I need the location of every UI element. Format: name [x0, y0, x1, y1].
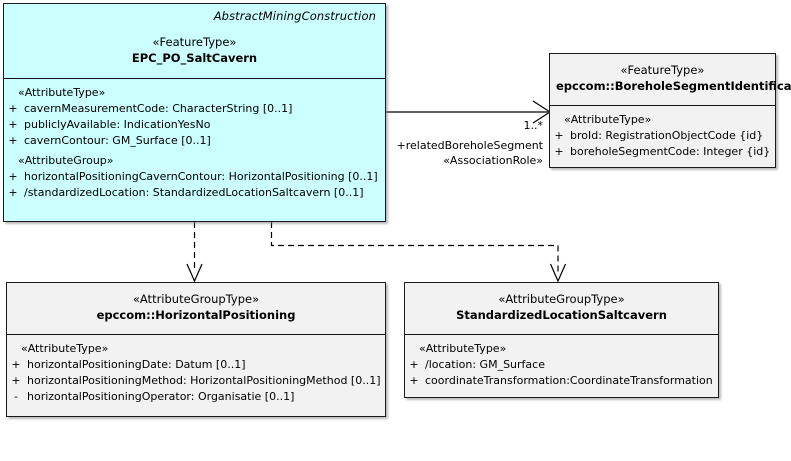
- attribute-visibility: +: [8, 170, 18, 183]
- class-name: EPC_PO_SaltCavern: [131, 51, 258, 65]
- class-borehole-segment-identification[interactable]: «FeatureType» epccom::BoreholeSegmentIde…: [549, 53, 791, 168]
- attribute-text: cavernMeasurementCode: CharacterString […: [24, 102, 293, 115]
- class-header-horizontal-positioning: «AttributeGroupType» epccom::HorizontalP…: [7, 283, 385, 335]
- attribute-row: + horizontalPositioningDate: Datum [0..1…: [7, 357, 385, 373]
- class-stereotype: «AttributeGroupType»: [498, 292, 625, 306]
- attribute-visibility: +: [11, 374, 21, 387]
- compartment-stereotype-attributetype: «AttributeType»: [18, 86, 106, 99]
- class-stereotype: «FeatureType»: [152, 35, 237, 49]
- attribute-row: - horizontalPositioningOperator: Organis…: [7, 389, 385, 405]
- class-body-standardized-location-saltcavern: «AttributeType» + /location: GM_Surface …: [405, 335, 718, 397]
- attribute-visibility: +: [554, 145, 564, 158]
- class-epc-po-saltcavern[interactable]: AbstractMiningConstruction «FeatureType»…: [3, 3, 386, 222]
- attribute-visibility: +: [409, 374, 419, 387]
- class-body-horizontal-positioning: «AttributeType» + horizontalPositioningD…: [7, 335, 385, 416]
- class-standardized-location-saltcavern[interactable]: «AttributeGroupType» StandardizedLocatio…: [404, 282, 719, 398]
- attribute-row: + boreholeSegmentCode: Integer {id}: [550, 144, 775, 160]
- class-name: StandardizedLocationSaltcavern: [456, 308, 667, 322]
- attribute-row: + /standardizedLocation: StandardizedLoc…: [4, 185, 385, 201]
- class-stereotype: «AttributeGroupType»: [132, 292, 260, 306]
- attribute-text: boreholeSegmentCode: Integer {id}: [570, 145, 771, 158]
- attribute-text: horizontalPositioningDate: Datum [0..1]: [27, 358, 246, 371]
- attribute-text: horizontalPositioningCavernContour: Hori…: [24, 170, 378, 183]
- compartment-stereotype-attributegroup: «AttributeGroup»: [18, 154, 114, 167]
- attribute-text: /location: GM_Surface: [425, 358, 545, 371]
- attribute-visibility: +: [8, 186, 18, 199]
- attribute-row: + cavernMeasurementCode: CharacterString…: [4, 101, 385, 117]
- class-stereotype: «FeatureType»: [620, 63, 705, 77]
- dependency-horizontal-positioning: [186, 222, 203, 283]
- attribute-text: coordinateTransformation:CoordinateTrans…: [425, 374, 713, 387]
- association-stereotype: «AssociationRole»: [443, 154, 543, 167]
- association-multiplicity: 1..*: [523, 119, 544, 132]
- class-body-borehole-segment-identification: «AttributeType» + broId: RegistrationObj…: [550, 106, 775, 167]
- attribute-text: /standardizedLocation: StandardizedLocat…: [24, 186, 364, 199]
- abstract-parent-label: AbstractMiningConstruction: [213, 9, 376, 23]
- class-header-borehole-segment-identification: «FeatureType» epccom::BoreholeSegmentIde…: [550, 54, 791, 106]
- attribute-row: + coordinateTransformation:CoordinateTra…: [405, 373, 718, 389]
- attribute-visibility: +: [8, 134, 18, 147]
- class-name: epccom::BoreholeSegmentIdentification: [556, 79, 791, 93]
- attribute-row: + cavernContour: GM_Surface [0..1]: [4, 133, 385, 149]
- class-header-standardized-location-saltcavern: «AttributeGroupType» StandardizedLocatio…: [405, 283, 718, 335]
- attribute-text: horizontalPositioningMethod: HorizontalP…: [27, 374, 381, 387]
- compartment-stereotype-attributetype: «AttributeType»: [21, 342, 109, 355]
- attribute-text: broId: RegistrationObjectCode {id}: [570, 129, 764, 142]
- attribute-row: + publiclyAvailable: IndicationYesNo: [4, 117, 385, 133]
- attribute-text: horizontalPositioningOperator: Organisat…: [27, 390, 295, 403]
- class-header-epc-po-saltcavern: AbstractMiningConstruction «FeatureType»…: [4, 4, 385, 79]
- class-horizontal-positioning[interactable]: «AttributeGroupType» epccom::HorizontalP…: [6, 282, 386, 417]
- attribute-row: + /location: GM_Surface: [405, 357, 718, 373]
- dependency-standardized-location: [270, 222, 567, 283]
- attribute-text: publiclyAvailable: IndicationYesNo: [24, 118, 211, 131]
- attribute-visibility: +: [554, 129, 564, 142]
- attribute-visibility: +: [409, 358, 419, 371]
- class-body-epc-po-saltcavern: «AttributeType» + cavernMeasurementCode:…: [4, 79, 385, 221]
- attribute-text: cavernContour: GM_Surface [0..1]: [24, 134, 211, 147]
- attribute-visibility: +: [8, 118, 18, 131]
- class-name: epccom::HorizontalPositioning: [96, 308, 296, 322]
- compartment-stereotype-attributetype: «AttributeType»: [564, 113, 652, 126]
- attribute-row: + horizontalPositioningMethod: Horizonta…: [7, 373, 385, 389]
- attribute-row: + broId: RegistrationObjectCode {id}: [550, 128, 775, 144]
- attribute-visibility: -: [14, 390, 18, 403]
- attribute-visibility: +: [11, 358, 21, 371]
- compartment-stereotype-attributetype: «AttributeType»: [419, 342, 507, 355]
- association-role-name: +relatedBoreholeSegment: [396, 139, 543, 152]
- attribute-row: + horizontalPositioningCavernContour: Ho…: [4, 169, 385, 185]
- attribute-visibility: +: [8, 102, 18, 115]
